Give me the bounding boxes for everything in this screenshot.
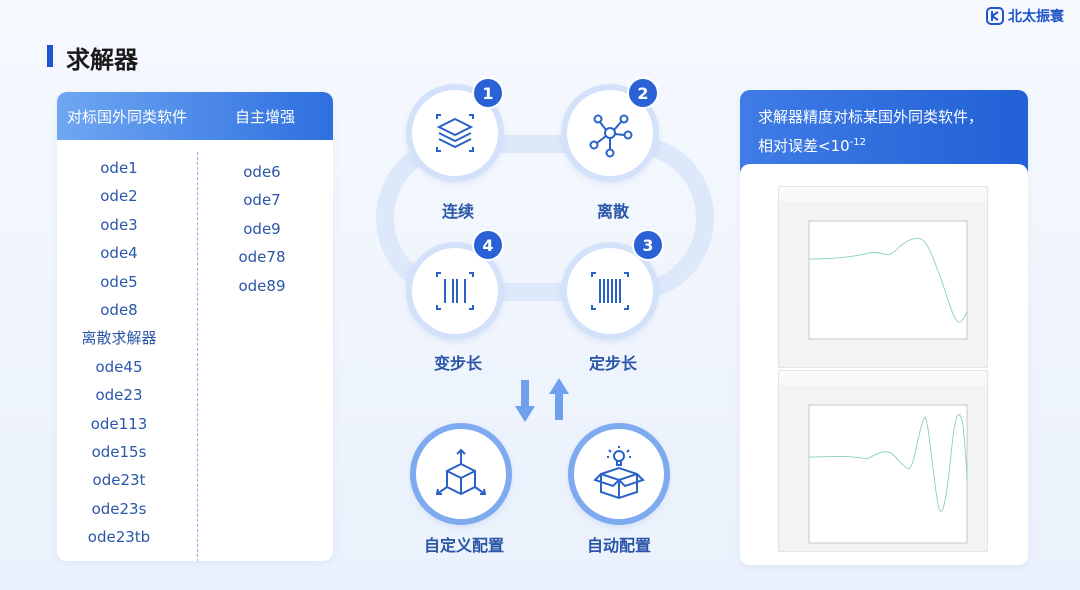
solver-list-card: 对标国外同类软件 自主增强 ode1 ode2 ode3 ode4 ode5 o…	[57, 92, 333, 561]
page-title: 求解器	[66, 46, 138, 74]
benchmark-solver-column: ode1 ode2 ode3 ode4 ode5 ode8 离散求解器 ode4…	[57, 154, 181, 551]
auto-config-label: 自动配置	[586, 536, 651, 555]
node-fixed-step	[561, 242, 659, 340]
node-label-discrete: 离散	[596, 202, 629, 221]
brand-name: 北太振寰	[1008, 9, 1064, 25]
list-item: ode8	[100, 300, 138, 319]
list-item: ode89	[238, 276, 286, 295]
arrow-down-icon	[515, 380, 535, 422]
network-icon	[589, 114, 633, 158]
precision-plots-area	[740, 164, 1028, 565]
error-plot-2-graph	[808, 404, 968, 544]
error-plot-1-graph	[808, 220, 968, 340]
solver-list-body	[57, 150, 333, 550]
list-item: ode45	[95, 357, 143, 376]
plot-window-bar	[779, 371, 987, 385]
list-item: ode3	[100, 215, 138, 234]
list-item: ode23tb	[87, 528, 151, 547]
enhanced-solver-column: ode6 ode7 ode9 ode78 ode89	[197, 158, 327, 300]
header-enhanced: 自主增强	[234, 107, 295, 126]
list-item: ode2	[100, 187, 138, 206]
precision-line-1: 求解器精度对标某国外同类软件，	[758, 108, 984, 126]
step-badge-4: 4	[472, 229, 504, 261]
precision-line-2: 相对误差<10-12	[758, 130, 1010, 159]
list-item: ode6	[243, 163, 281, 181]
brand-logo-icon	[986, 7, 1004, 25]
custom-config-node	[410, 423, 512, 525]
list-item: ode1	[100, 159, 138, 177]
precision-line-2-text: 相对误差<10	[758, 137, 850, 155]
error-plot-1	[778, 186, 988, 368]
fixed-step-icon	[591, 272, 629, 310]
list-item: ode113	[90, 414, 148, 433]
plot-window-bar	[779, 187, 987, 201]
list-item: ode23s	[91, 499, 147, 518]
error-plot-2	[778, 370, 988, 552]
list-item: ode7	[243, 191, 281, 210]
precision-card: 求解器精度对标某国外同类软件， 相对误差<10-12	[740, 90, 1028, 565]
list-item: ode78	[238, 248, 286, 267]
list-item: ode5	[100, 272, 138, 291]
node-label-variable-step: 变步长	[433, 354, 482, 373]
precision-header: 求解器精度对标某国外同类软件， 相对误差<10-12	[740, 90, 1028, 176]
variable-step-icon	[436, 272, 474, 310]
list-item: ode9	[243, 219, 281, 238]
list-item: ode23t	[92, 471, 146, 490]
list-item: ode4	[100, 244, 138, 263]
brand-logo: 北太振寰	[986, 6, 1064, 26]
solver-list-header: 对标国外同类软件 自主增强	[57, 92, 333, 140]
title-accent-bar	[47, 45, 53, 67]
custom-config-label: 自定义配置	[423, 536, 504, 555]
auto-box-icon	[593, 446, 645, 500]
step-badge-3: 3	[632, 229, 664, 261]
custom-box-icon	[435, 448, 487, 496]
column-divider	[197, 152, 198, 561]
layers-icon	[436, 114, 474, 152]
precision-exponent: -12	[849, 137, 866, 148]
header-benchmark: 对标国外同类软件	[66, 107, 187, 126]
list-item: ode15s	[91, 442, 147, 461]
list-item: ode23	[95, 386, 143, 405]
auto-config-node	[568, 423, 670, 525]
step-badge-1: 1	[472, 77, 504, 109]
step-badge-2: 2	[627, 77, 659, 109]
list-item: 离散求解器	[81, 329, 157, 348]
node-label-fixed-step: 定步长	[588, 354, 637, 373]
arrow-up-icon	[549, 378, 569, 420]
node-label-continuous: 连续	[441, 202, 474, 221]
